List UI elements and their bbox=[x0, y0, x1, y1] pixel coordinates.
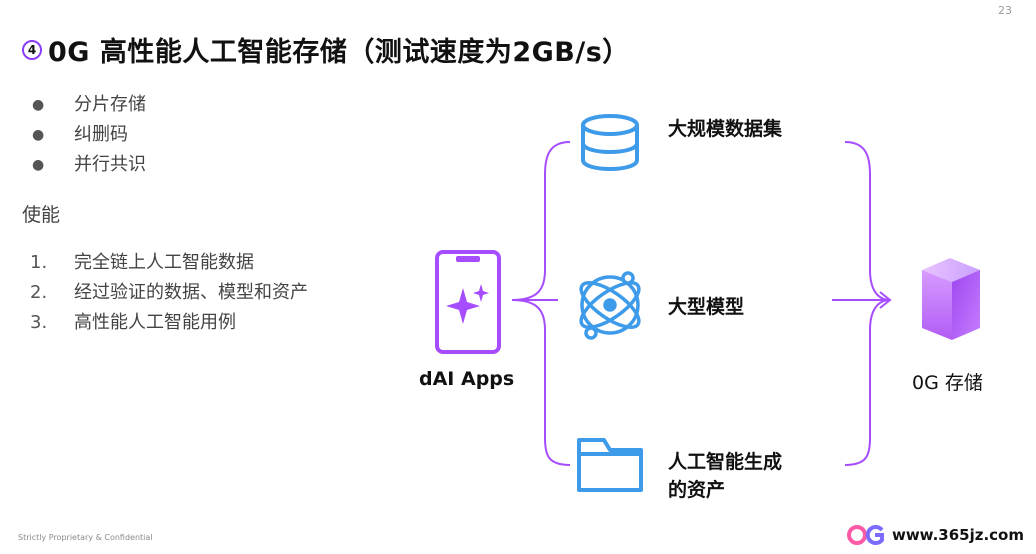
ai-generated-assets-label: 人工智能生成 的资产 bbox=[668, 448, 782, 504]
bullet-text: 分片存储 bbox=[74, 94, 146, 115]
bullet-dot-icon: ● bbox=[32, 97, 45, 113]
enable-item-number: 3. bbox=[30, 312, 48, 333]
bullet-item: ● 纠删码 bbox=[32, 120, 146, 150]
slide-title: 0G 高性能人工智能存储（测试速度为2GB/s） bbox=[48, 37, 630, 68]
feature-bullet-list: ● 分片存储 ● 纠删码 ● 并行共识 bbox=[32, 90, 146, 180]
bullet-item: ● 并行共识 bbox=[32, 150, 146, 180]
enable-item: 3. 高性能人工智能用例 bbox=[30, 308, 308, 338]
enable-item: 1. 完全链上人工智能数据 bbox=[30, 248, 308, 278]
dai-apps-label: dAI Apps bbox=[419, 368, 515, 390]
enable-item-text: 完全链上人工智能数据 bbox=[74, 252, 254, 273]
atom-icon bbox=[579, 271, 641, 340]
large-model-label: 大型模型 bbox=[668, 296, 745, 318]
enable-item-text: 经过验证的数据、模型和资产 bbox=[74, 282, 308, 303]
storage-cube-icon bbox=[922, 258, 980, 340]
title-row: 4 0G 高性能人工智能存储（测试速度为2GB/s） bbox=[22, 30, 630, 69]
ai-assets-label-line1: 人工智能生成 bbox=[668, 451, 783, 473]
left-bracket-connector bbox=[511, 141, 571, 466]
bullet-text: 并行共识 bbox=[74, 154, 146, 175]
ai-assets-label-line2: 的资产 bbox=[668, 479, 726, 501]
bullet-item: ● 分片存储 bbox=[32, 90, 146, 120]
page-number: 23 bbox=[998, 4, 1012, 17]
phone-sparkle-icon bbox=[435, 250, 501, 354]
og-storage-label: 0G 存储 bbox=[912, 372, 983, 394]
folder-icon bbox=[577, 438, 643, 492]
enable-list: 1. 完全链上人工智能数据 2. 经过验证的数据、模型和资产 3. 高性能人工智能用例 bbox=[30, 248, 308, 338]
large-dataset-label: 大规模数据集 bbox=[668, 118, 783, 140]
bullet-dot-icon: ● bbox=[32, 127, 45, 143]
enable-item-text: 高性能人工智能用例 bbox=[74, 312, 236, 333]
watermark: www.365jz.com bbox=[846, 524, 1024, 546]
enable-item: 2. 经过验证的数据、模型和资产 bbox=[30, 278, 308, 308]
right-bracket-connector bbox=[832, 141, 892, 466]
section-number-badge: 4 bbox=[22, 39, 42, 60]
database-icon bbox=[581, 114, 639, 171]
bullet-dot-icon: ● bbox=[32, 157, 45, 173]
footer-confidential: Strictly Proprietary & Confidential bbox=[18, 533, 153, 542]
watermark-text: www.365jz.com bbox=[891, 526, 1024, 544]
og-logo-icon bbox=[846, 525, 884, 545]
bullet-text: 纠删码 bbox=[74, 124, 128, 145]
enable-item-number: 1. bbox=[30, 252, 48, 273]
enable-item-number: 2. bbox=[30, 282, 48, 303]
enable-heading: 使能 bbox=[22, 204, 61, 226]
